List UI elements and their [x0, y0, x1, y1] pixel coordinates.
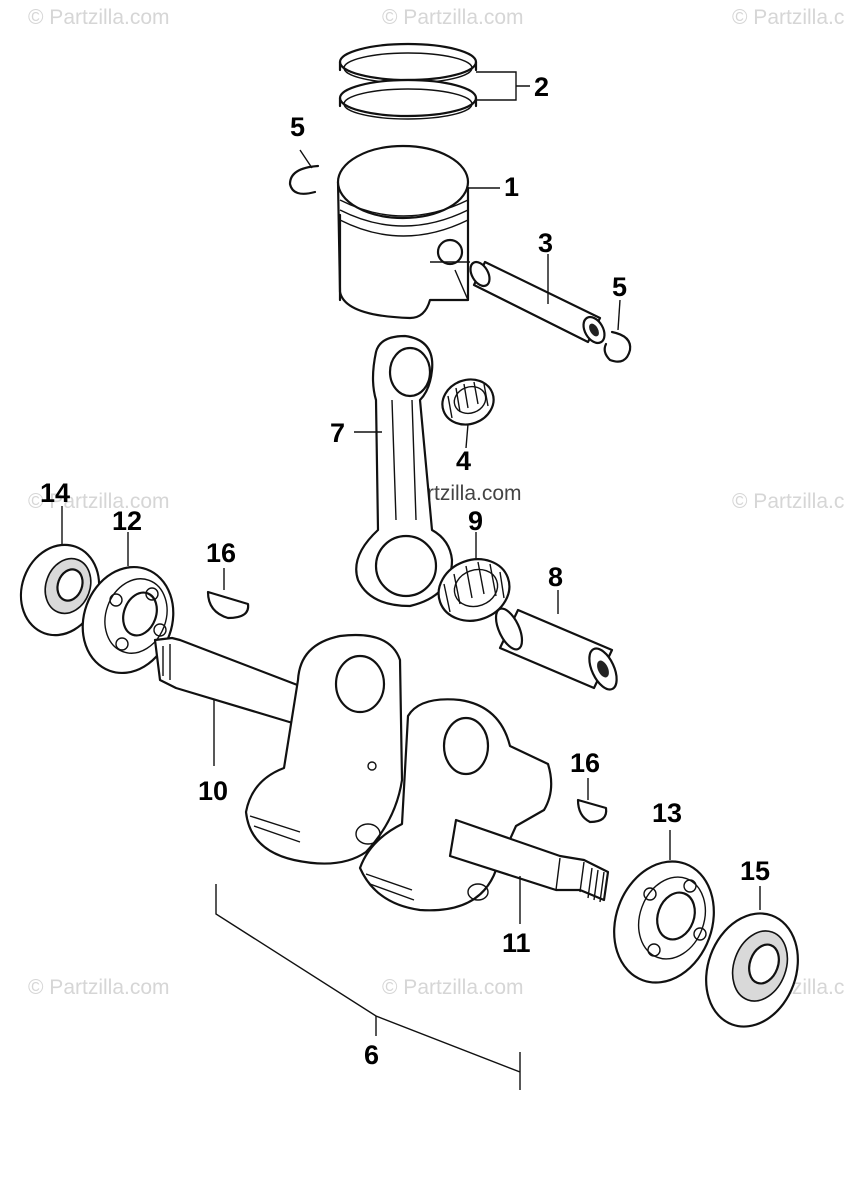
- callout-14: 14: [40, 478, 70, 508]
- right-oil-seal: [705, 912, 799, 1028]
- callout-labels: 1 2 3 4 5 5 6 7 8 9 10 11 12 13 14 15 16…: [40, 72, 770, 1070]
- callout-12: 12: [112, 506, 142, 536]
- callout-1: 1: [504, 172, 519, 202]
- piston-pin: [469, 260, 606, 345]
- callout-3: 3: [538, 228, 553, 258]
- left-oil-seal: [19, 543, 101, 637]
- watermark-top-left: © Partzilla.com: [28, 6, 170, 29]
- callout-5-right: 5: [612, 272, 627, 302]
- left-ball-bearing: [81, 565, 175, 675]
- circlips: [288, 164, 632, 363]
- right-ball-bearing: [613, 860, 715, 984]
- callout-11: 11: [502, 928, 531, 958]
- callout-2: 2: [534, 72, 549, 102]
- callout-4: 4: [456, 446, 471, 476]
- connecting-rod: [355, 334, 454, 608]
- watermark-mid-right: © Partzilla.com: [732, 490, 845, 513]
- crank-pin: [494, 607, 618, 691]
- piston: [336, 144, 470, 320]
- piston-rings: [338, 42, 478, 120]
- watermark-bottom-left: © Partzilla.com: [28, 976, 170, 999]
- watermark-mid-left: © Partzilla.com: [28, 490, 170, 513]
- right-crank-half: [358, 698, 610, 912]
- callout-16-right: 16: [570, 748, 600, 778]
- callout-5-left: 5: [290, 112, 305, 142]
- leader-lines: [61, 71, 761, 1090]
- watermark-bottom-center: © Partzilla.com: [382, 976, 524, 999]
- big-end-needle-bearing: [437, 558, 511, 622]
- callout-16-left: 16: [206, 538, 236, 568]
- callout-13: 13: [652, 798, 682, 828]
- watermark-top-right: © Partzilla.com: [732, 6, 845, 29]
- callout-8: 8: [548, 562, 563, 592]
- small-end-needle-bearing: [441, 378, 495, 426]
- left-crank-half: [153, 634, 404, 865]
- callout-10: 10: [198, 776, 228, 806]
- woodruff-keys: [206, 590, 608, 824]
- callout-6: 6: [364, 1040, 379, 1070]
- callout-15: 15: [740, 856, 770, 886]
- watermark-top-center: © Partzilla.com: [382, 6, 524, 29]
- callout-7: 7: [330, 418, 345, 448]
- callout-9: 9: [468, 506, 483, 536]
